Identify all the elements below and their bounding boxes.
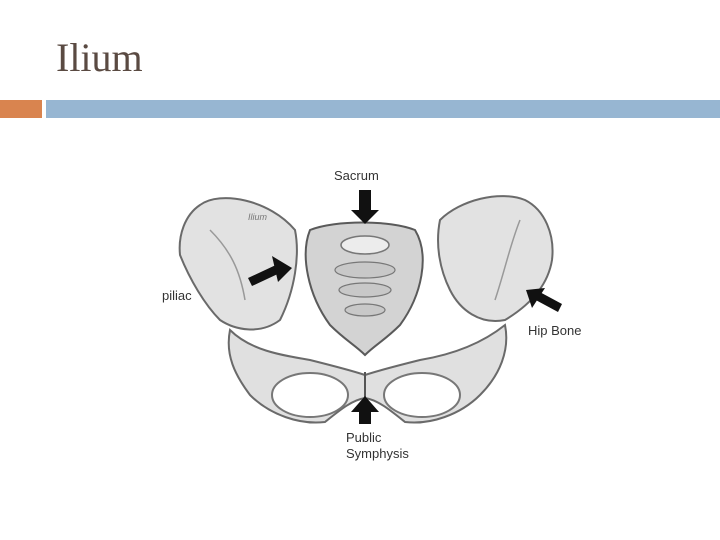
shading-left	[209, 229, 246, 301]
left-obturator-foramen	[271, 372, 349, 418]
hip-bone-label: Hip Bone	[528, 323, 582, 338]
pelvis-illustration	[178, 190, 562, 424]
shading-right	[494, 219, 521, 301]
sacral-vertebra-3	[338, 282, 392, 298]
public-label: Public	[346, 430, 382, 445]
iliac-label: piliac	[162, 288, 192, 303]
right-obturator-foramen	[383, 372, 461, 418]
sacrum-arrow	[351, 190, 379, 224]
sacral-vertebra-1	[340, 235, 390, 255]
pelvis-diagram: Sacrum piliac Hip Bone Public Symphysis …	[160, 160, 610, 470]
iliac-arrow	[248, 256, 292, 286]
title-accent-bar	[0, 100, 42, 118]
sacral-vertebra-4	[344, 303, 386, 317]
symphysis-label: Symphysis	[346, 446, 409, 461]
title-divider-bar	[46, 100, 720, 118]
ilium-inscription: Ilium	[248, 212, 268, 222]
left-iliac-wing	[178, 197, 298, 331]
slide-title: Ilium	[56, 35, 143, 80]
sacrum-label: Sacrum	[334, 168, 379, 183]
hip-bone-arrow	[526, 288, 562, 312]
sacral-vertebra-2	[334, 261, 396, 279]
symphysis-arrow	[351, 396, 379, 424]
